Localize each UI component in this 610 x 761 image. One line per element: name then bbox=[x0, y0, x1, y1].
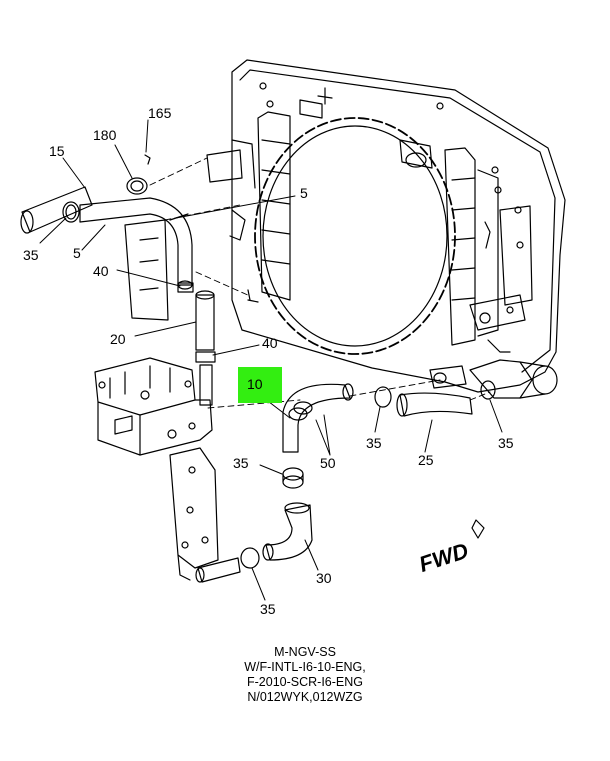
callout-5-upper[interactable]: 5 bbox=[300, 185, 308, 201]
guide-lines bbox=[149, 157, 491, 409]
callout-50[interactable]: 50 bbox=[320, 455, 336, 471]
leader-lines bbox=[39, 119, 503, 601]
mounting-bracket bbox=[94, 357, 219, 581]
caption-line-4: N/012WYK,012WZG bbox=[247, 690, 363, 704]
callout-35-right[interactable]: 35 bbox=[498, 435, 514, 451]
caption-line-3: F-2010-SCR-I6-ENG bbox=[247, 675, 363, 689]
forward-direction-indicator bbox=[471, 519, 485, 539]
callout-labels: 165 180 15 5 35 5 40 20 40 50 35 25 35 3… bbox=[23, 105, 514, 617]
callout-30[interactable]: 30 bbox=[316, 570, 332, 586]
callout-40-upper[interactable]: 40 bbox=[93, 263, 109, 279]
callout-20[interactable]: 20 bbox=[110, 331, 126, 347]
callout-40-lower[interactable]: 40 bbox=[262, 335, 278, 351]
caption-line-1: M-NGV-SS bbox=[274, 645, 336, 659]
radiator-assembly bbox=[206, 59, 566, 399]
callout-35-left[interactable]: 35 bbox=[23, 247, 39, 263]
fwd-label: FWD bbox=[416, 538, 471, 577]
upper-hose-group bbox=[20, 154, 216, 406]
callout-5-lower[interactable]: 5 bbox=[73, 245, 81, 261]
callout-10-highlight[interactable]: 10 bbox=[238, 367, 282, 403]
callout-15[interactable]: 15 bbox=[49, 143, 65, 159]
callout-35-center[interactable]: 35 bbox=[366, 435, 382, 451]
callout-10: 10 bbox=[247, 376, 263, 392]
callout-180[interactable]: 180 bbox=[93, 127, 117, 143]
callout-35-bottom[interactable]: 35 bbox=[260, 601, 276, 617]
diagram-caption: M-NGV-SS W/F-INTL-I6-10-ENG, F-2010-SCR-… bbox=[0, 645, 610, 705]
callout-35-middle[interactable]: 35 bbox=[233, 455, 249, 471]
callout-25[interactable]: 25 bbox=[418, 452, 434, 468]
lower-hose-group bbox=[195, 380, 496, 583]
caption-line-2: W/F-INTL-I6-10-ENG, bbox=[244, 660, 366, 674]
callout-165[interactable]: 165 bbox=[148, 105, 172, 121]
